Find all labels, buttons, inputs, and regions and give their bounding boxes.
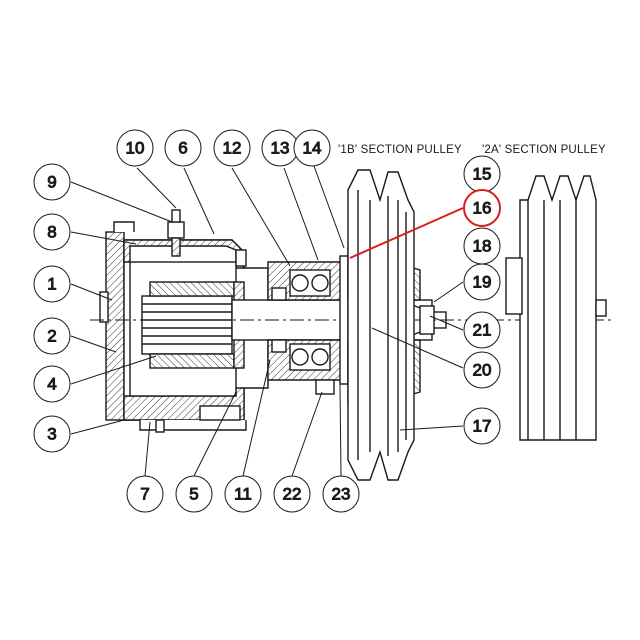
callout-1[interactable]: 1: [33, 265, 71, 303]
callout-17[interactable]: 17: [463, 407, 501, 445]
leader-lines: [70, 165, 464, 477]
callout-20[interactable]: 20: [463, 351, 501, 389]
callout-8[interactable]: 8: [33, 213, 71, 251]
callouts: 10 6 12 13 14 9 8 1: [33, 129, 501, 513]
callout-13[interactable]: 13: [261, 129, 299, 167]
section-label-2a-pulley: '2A' SECTION PULLEY: [482, 144, 606, 156]
callout-6[interactable]: 6: [164, 129, 202, 167]
callout-11[interactable]: 11: [224, 475, 262, 513]
bearing-housing: [267, 255, 349, 395]
section-label-1b-pulley: '1B' SECTION PULLEY: [338, 144, 462, 156]
callout-3[interactable]: 3: [33, 415, 71, 453]
svg-text:19: 19: [473, 273, 492, 292]
callout-7[interactable]: 7: [126, 475, 164, 513]
svg-text:10: 10: [126, 139, 145, 158]
svg-text:6: 6: [178, 139, 187, 158]
svg-text:3: 3: [47, 425, 56, 444]
callout-14[interactable]: 14: [293, 129, 331, 167]
svg-text:21: 21: [473, 321, 492, 340]
svg-text:7: 7: [140, 485, 149, 504]
callout-23[interactable]: 23: [322, 475, 360, 513]
pump-body: [99, 209, 269, 433]
pulley-2a: [505, 175, 607, 441]
svg-text:4: 4: [47, 375, 56, 394]
svg-text:20: 20: [473, 361, 492, 380]
callout-10[interactable]: 10: [116, 129, 154, 167]
callout-16[interactable]: 16: [463, 189, 501, 227]
callout-2[interactable]: 2: [33, 317, 71, 355]
callout-15[interactable]: 15: [463, 155, 501, 193]
svg-text:5: 5: [189, 485, 198, 504]
svg-text:12: 12: [223, 139, 242, 158]
svg-text:18: 18: [473, 237, 492, 256]
callout-5[interactable]: 5: [175, 475, 213, 513]
svg-text:1: 1: [47, 275, 56, 294]
callout-4[interactable]: 4: [33, 365, 71, 403]
callout-18[interactable]: 18: [463, 227, 501, 265]
callout-22[interactable]: 22: [273, 475, 311, 513]
callout-21[interactable]: 21: [463, 311, 501, 349]
callout-19[interactable]: 19: [463, 263, 501, 301]
svg-text:16: 16: [473, 199, 492, 218]
callout-12[interactable]: 12: [213, 129, 251, 167]
svg-text:23: 23: [332, 485, 351, 504]
svg-text:22: 22: [283, 485, 302, 504]
svg-text:8: 8: [47, 223, 56, 242]
svg-text:14: 14: [303, 139, 322, 158]
svg-text:9: 9: [47, 173, 56, 192]
svg-text:11: 11: [234, 485, 252, 504]
leader-line-16-highlight: [349, 207, 464, 259]
svg-text:17: 17: [473, 417, 492, 436]
svg-text:13: 13: [271, 139, 290, 158]
pulley-1b: [347, 169, 415, 481]
callout-9[interactable]: 9: [33, 163, 71, 201]
svg-text:2: 2: [47, 327, 56, 346]
svg-text:15: 15: [473, 165, 492, 184]
